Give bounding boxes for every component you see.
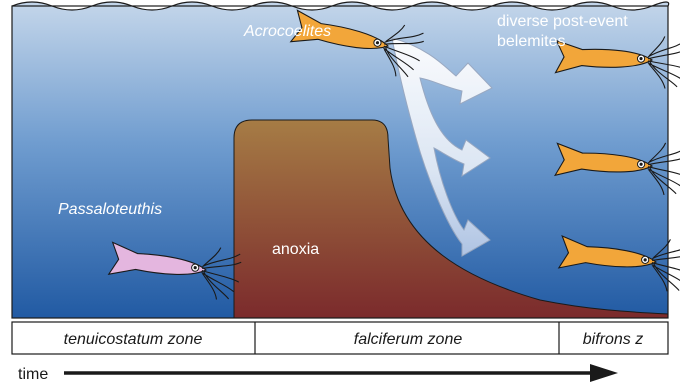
label-passaloteuthis: Passaloteuthis [58, 201, 162, 218]
zone-falciferum: falciferum zone [354, 331, 463, 348]
zone-bifrons: bifrons z [583, 331, 643, 348]
time-label: time [18, 366, 48, 383]
label-acrocoelites: Acrocoelites [243, 23, 331, 40]
label-post-event-line1: diverse post-event [497, 13, 628, 30]
zone-tenuicostatum: tenuicostatum zone [64, 331, 203, 348]
time-arrow-head-icon [590, 364, 618, 382]
label-anoxia: anoxia [272, 241, 319, 258]
label-post-event-line2: belemites [497, 33, 565, 50]
